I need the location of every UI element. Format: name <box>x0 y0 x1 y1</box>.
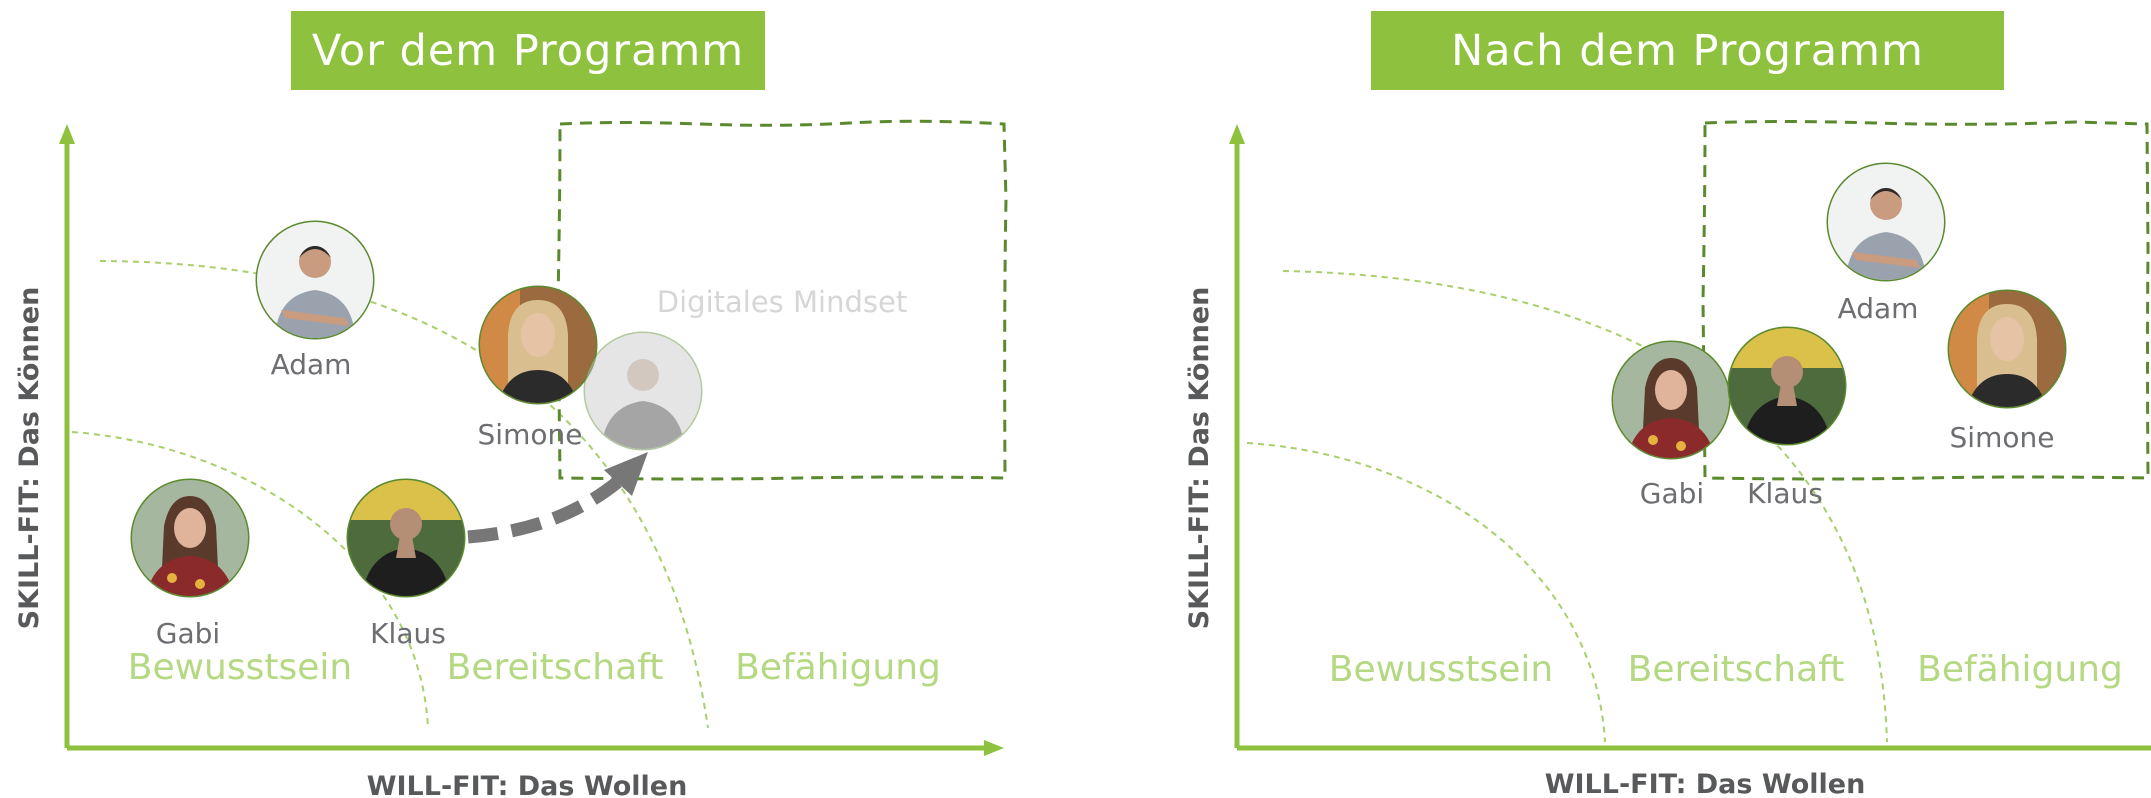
x-axis-arrowhead-icon <box>984 740 1004 756</box>
person-avatar-simone <box>478 285 598 405</box>
person-photo-icon <box>1613 342 1729 458</box>
panel-title-before: Vor dem Programm <box>291 11 765 90</box>
arrow-right-icon <box>604 452 648 496</box>
person-photo-icon <box>480 287 596 403</box>
panel-title-after: Nach dem Programm <box>1371 11 2004 90</box>
person-name-klaus: Klaus <box>1747 477 1823 510</box>
person-photo-icon <box>1828 164 1944 280</box>
person-photo-icon <box>132 480 248 596</box>
digital-mindset-label: Digitales Mindset <box>657 285 907 319</box>
zone-label-bewusstsein: Bewusstsein <box>128 647 352 688</box>
zone-label-befaehigung: Befähigung <box>735 647 941 688</box>
person-photo-icon <box>1949 291 2065 407</box>
person-avatar-gabi <box>1611 340 1731 460</box>
movement-arrow <box>467 474 625 544</box>
zone-label-bewusstsein: Bewusstsein <box>1329 649 1553 690</box>
x-axis-label: WILL-FIT: Das Wollen <box>1545 769 1866 798</box>
person-name-simone: Simone <box>1950 421 2055 454</box>
person-name-gabi: Gabi <box>1640 477 1704 510</box>
person-avatar-adam <box>255 220 375 340</box>
person-photo-icon <box>257 222 373 338</box>
y-axis-label: SKILL-FIT: Das Können <box>14 287 45 630</box>
person-avatar-gabi <box>130 478 250 598</box>
person-photo-icon <box>585 333 701 449</box>
x-axis-label: WILL-FIT: Das Wollen <box>367 771 688 798</box>
person-avatar-klaus <box>1727 326 1847 446</box>
y-axis-arrowhead-icon <box>1229 124 1245 144</box>
y-axis-arrowhead-icon <box>59 124 75 144</box>
y-axis-label: SKILL-FIT: Das Können <box>1184 287 1215 630</box>
digital-mindset-box <box>556 119 1008 481</box>
person-name-gabi: Gabi <box>156 617 220 650</box>
person-avatar-klaus-ghost <box>583 331 703 451</box>
person-avatar-adam <box>1826 162 1946 282</box>
zone-label-befaehigung: Befähigung <box>1917 649 2123 690</box>
quadrant-diagram-after: SKILL-FIT: Das Können WILL-FIT: Das Woll… <box>1184 120 2151 798</box>
person-photo-icon <box>1729 328 1845 444</box>
person-name-simone: Simone <box>478 418 583 451</box>
zone-label-bereitschaft: Bereitschaft <box>447 647 664 688</box>
zone-curve-inner <box>1246 442 1606 743</box>
person-photo-icon <box>348 480 464 596</box>
person-name-adam: Adam <box>1838 292 1919 325</box>
person-name-klaus: Klaus <box>370 617 446 650</box>
zone-label-bereitschaft: Bereitschaft <box>1628 649 1845 690</box>
person-name-adam: Adam <box>271 348 352 381</box>
quadrant-diagram-before: Digitales Mindset SKILL-FIT: Das Können … <box>14 119 1008 798</box>
panel-before: Vor dem Programm Digitales Mindset SKILL… <box>0 0 1075 798</box>
person-avatar-simone <box>1947 289 2067 409</box>
person-avatar-klaus <box>346 478 466 598</box>
panel-after: Nach dem Programm SKILL-FIT: Das Können … <box>1075 0 2151 798</box>
